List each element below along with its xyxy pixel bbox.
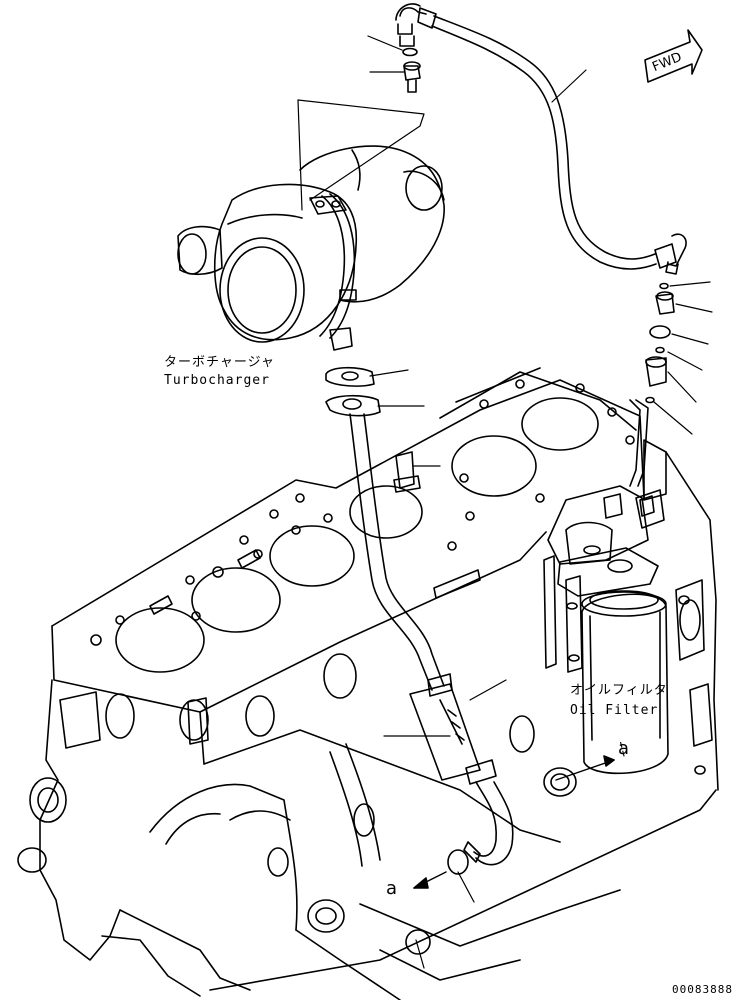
reference-letter-a-right: a (618, 738, 630, 759)
oil-filter-label-en: Oil Filter (570, 703, 659, 718)
turbocharger-label-en: Turbocharger (164, 373, 270, 388)
filter-head-fittings (645, 282, 675, 404)
oil-filter (543, 399, 669, 775)
leader-lines-mid (369, 369, 507, 969)
reference-letter-a-left: a (386, 878, 398, 899)
turbocharger (177, 145, 445, 351)
leader-lines-top (297, 35, 587, 211)
turbocharger-label-jp: ターボチャージャ (164, 355, 275, 370)
leader-lines-right (653, 281, 713, 435)
oil-drain-pipe (349, 413, 514, 866)
oil-filter-label-jp: オイルフィルタ (570, 683, 668, 698)
reference-line (619, 739, 625, 757)
drain-gasket (325, 366, 381, 417)
reference-arrows (413, 755, 615, 889)
drawing-id: 00083888 (672, 983, 733, 996)
cylinder-block (17, 367, 719, 1000)
bolt (393, 451, 421, 493)
oil-supply-pipe (395, 3, 687, 275)
fwd-arrow-icon (644, 29, 703, 83)
top-fittings (402, 47, 421, 93)
